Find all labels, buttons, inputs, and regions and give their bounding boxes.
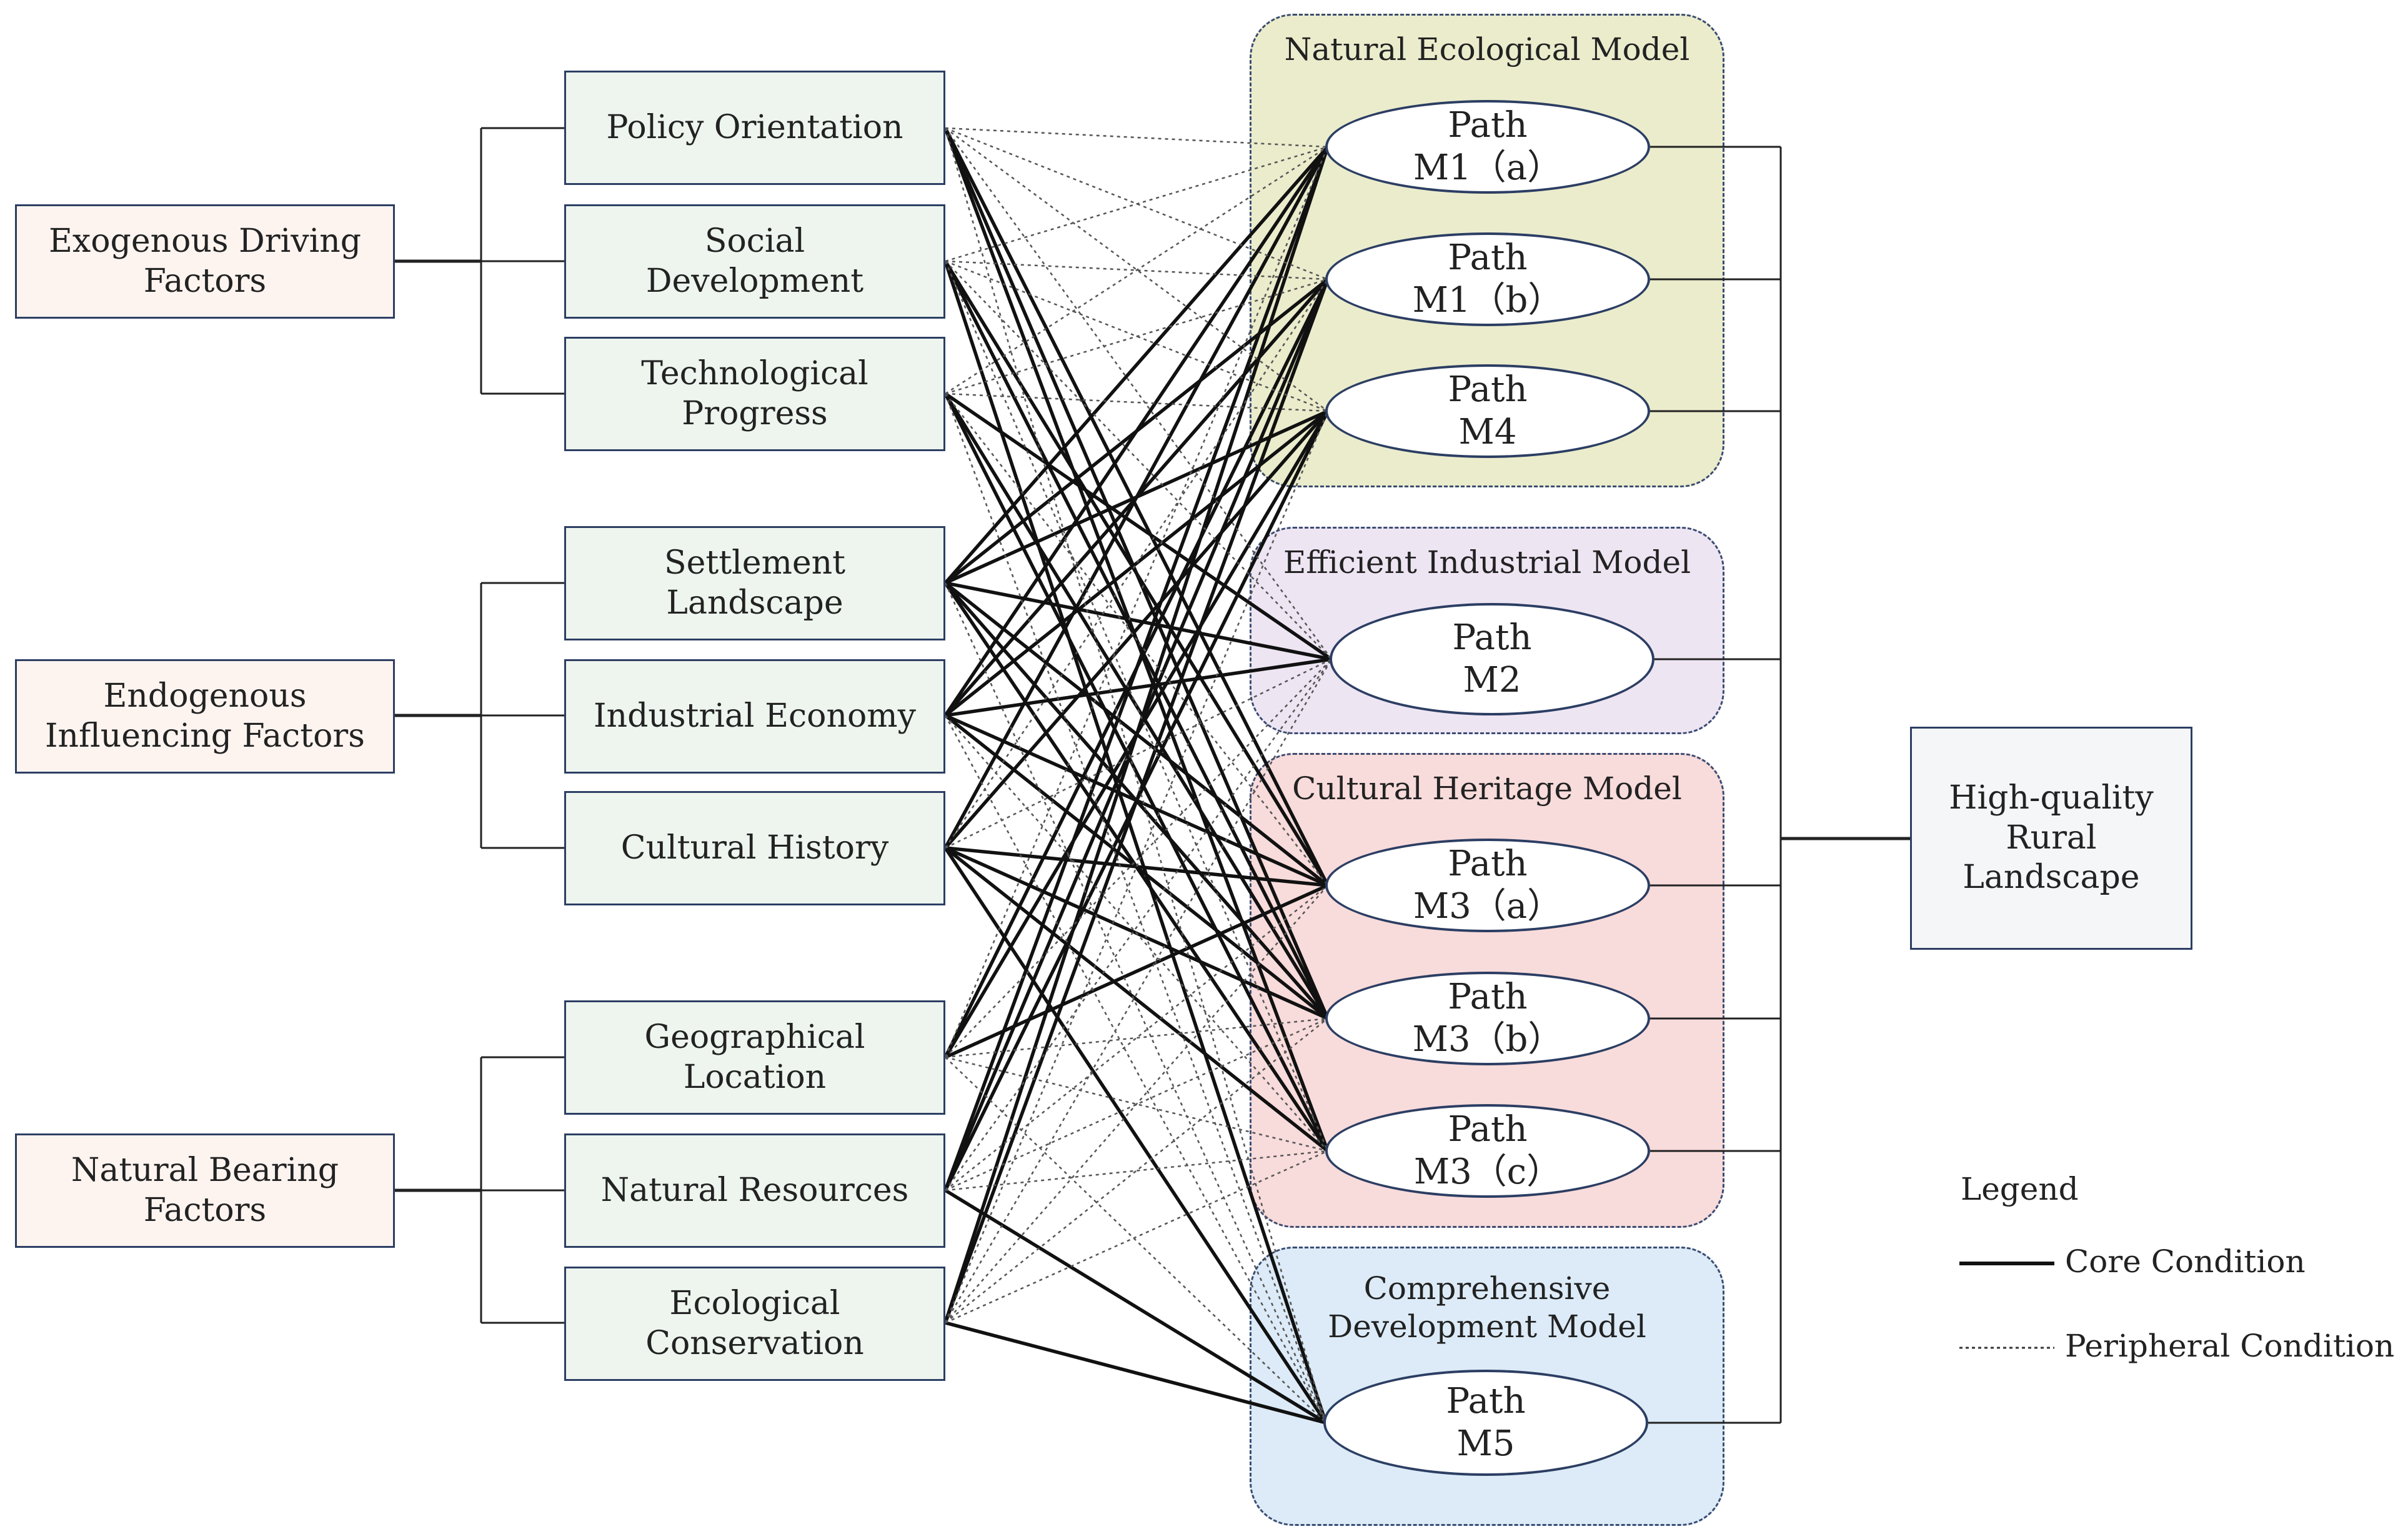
legend-core-condition-label: Core Condition bbox=[2065, 1243, 2306, 1280]
core-condition-line bbox=[943, 392, 1330, 1152]
peripheral-condition-line bbox=[945, 658, 1332, 849]
path-m5-ellipse: Path M5 bbox=[1323, 1370, 1648, 1476]
core-condition-line bbox=[943, 146, 1330, 1191]
core-condition-line bbox=[943, 146, 1330, 849]
group-title: Comprehensive Development Model bbox=[1328, 1270, 1646, 1345]
endogenous-influencing-factors-box: Endogenous Influencing Factors bbox=[15, 659, 395, 774]
core-condition-line bbox=[944, 392, 1333, 661]
peripheral-condition-line bbox=[944, 279, 1329, 849]
peripheral-condition-line bbox=[945, 885, 1328, 1323]
hierarchy-lines bbox=[395, 127, 2054, 1424]
core-condition-line bbox=[943, 279, 1330, 1323]
group-title: Cultural Heritage Model bbox=[1292, 770, 1682, 807]
peripheral-condition-line bbox=[944, 261, 1329, 1152]
ecological-conservation-box: Ecological Conservation bbox=[564, 1267, 945, 1381]
natural-resources-box: Natural Resources bbox=[564, 1133, 945, 1248]
core-condition-lines bbox=[943, 127, 1333, 1425]
geographical-location-box: Geographical Location bbox=[564, 1000, 945, 1115]
peripheral-condition-line bbox=[945, 146, 1328, 395]
core-condition-line bbox=[945, 657, 1332, 717]
core-condition-line bbox=[945, 846, 1328, 887]
group-title: Efficient Industrial Model bbox=[1283, 544, 1691, 580]
peripheral-condition-line bbox=[945, 1017, 1328, 1192]
path-m4-ellipse: Path M4 bbox=[1325, 364, 1650, 458]
exogenous-driving-factors-box: Exogenous Driving Factors bbox=[15, 204, 395, 319]
peripheral-condition-line bbox=[945, 127, 1328, 148]
core-condition-line bbox=[944, 846, 1329, 1153]
legend-title: Legend bbox=[1961, 1171, 2079, 1207]
policy-orientation-box: Policy Orientation bbox=[564, 71, 945, 185]
settlement-landscape-box: Settlement Landscape bbox=[564, 526, 945, 640]
peripheral-condition-line bbox=[945, 393, 1328, 886]
peripheral-condition-line bbox=[944, 393, 1327, 1423]
path-m3c-ellipse: Path M3（c） bbox=[1325, 1104, 1650, 1198]
path-m1b-ellipse: Path M1（b） bbox=[1325, 232, 1650, 326]
core-condition-line bbox=[943, 146, 1330, 584]
comprehensive-development-model-group: Comprehensive Development Model bbox=[1250, 1247, 1724, 1526]
core-condition-line bbox=[944, 884, 1329, 1059]
technological-progress-box: Technological Progress bbox=[564, 337, 945, 451]
peripheral-condition-line bbox=[945, 1018, 1328, 1323]
group-title: Natural Ecological Model bbox=[1284, 31, 1690, 67]
legend-peripheral-condition-label: Peripheral Condition bbox=[2065, 1328, 2395, 1364]
core-condition-line bbox=[943, 847, 1328, 1424]
peripheral-condition-line bbox=[945, 1057, 1326, 1423]
peripheral-condition-line bbox=[945, 392, 1328, 412]
core-condition-line bbox=[943, 261, 1328, 1423]
core-condition-line bbox=[943, 410, 1330, 849]
peripheral-condition-line bbox=[945, 146, 1328, 262]
cultural-history-box: Cultural History bbox=[564, 791, 945, 905]
peripheral-condition-line bbox=[944, 127, 1327, 1423]
path-m1a-ellipse: Path M1（a） bbox=[1325, 100, 1650, 194]
social-development-box: Social Development bbox=[564, 204, 945, 319]
core-condition-line bbox=[943, 146, 1330, 1323]
peripheral-condition-line bbox=[944, 582, 1327, 1423]
path-m3a-ellipse: Path M3（a） bbox=[1325, 839, 1650, 932]
natural-bearing-factors-box: Natural Bearing Factors bbox=[15, 1133, 395, 1248]
core-condition-line bbox=[945, 581, 1332, 661]
peripheral-condition-lines bbox=[944, 127, 1333, 1423]
core-condition-line bbox=[944, 1188, 1327, 1425]
industrial-economy-box: Industrial Economy bbox=[564, 659, 945, 774]
core-condition-line bbox=[945, 1321, 1326, 1425]
high-quality-rural-landscape-box: High-quality Rural Landscape bbox=[1910, 727, 2192, 950]
peripheral-condition-line bbox=[945, 715, 1328, 1152]
core-condition-line bbox=[944, 409, 1329, 717]
core-condition-line bbox=[943, 260, 1330, 887]
peripheral-condition-line bbox=[945, 1150, 1328, 1192]
core-condition-line bbox=[943, 146, 1330, 717]
peripheral-condition-line bbox=[944, 715, 1327, 1423]
path-m3b-ellipse: Path M3（b） bbox=[1325, 972, 1650, 1065]
peripheral-condition-line bbox=[945, 261, 1332, 660]
peripheral-condition-line bbox=[945, 885, 1328, 1191]
peripheral-condition-line bbox=[945, 278, 1328, 395]
peripheral-condition-line bbox=[945, 1017, 1328, 1058]
core-condition-line bbox=[943, 127, 1330, 887]
peripheral-condition-line bbox=[944, 659, 1333, 1323]
path-m2-ellipse: Path M2 bbox=[1330, 603, 1654, 715]
peripheral-condition-line bbox=[945, 1150, 1328, 1324]
peripheral-condition-line bbox=[945, 659, 1332, 1058]
peripheral-condition-line bbox=[945, 260, 1328, 281]
